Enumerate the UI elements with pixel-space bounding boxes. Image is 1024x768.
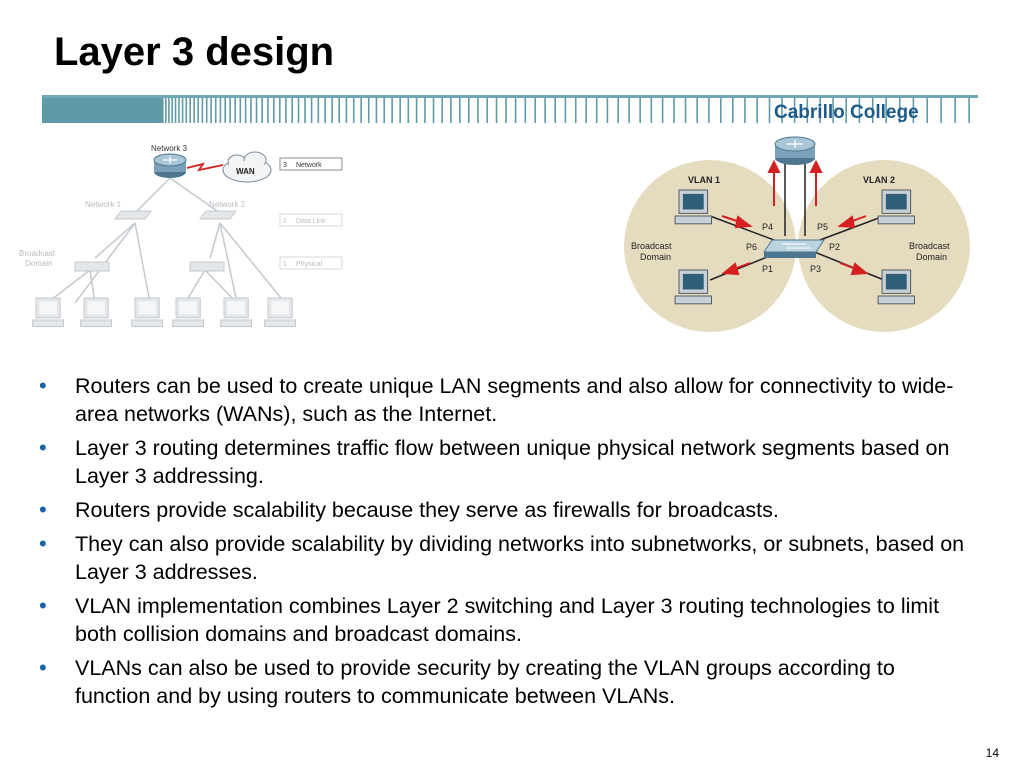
port-p2: P2 (829, 242, 840, 252)
port-p6: P6 (746, 242, 757, 252)
bullet-text: They can also provide scalability by div… (75, 532, 965, 584)
network3-label: Network 3 (151, 144, 188, 153)
bullet-icon: • (39, 497, 47, 522)
bullet-item: • VLANs can also be used to provide secur… (38, 654, 968, 710)
layer2-name: Data Link (296, 218, 326, 225)
port-p3: P3 (810, 264, 821, 274)
computer-icon (877, 189, 916, 225)
layer1-name: Physical (296, 261, 323, 268)
computer-icon (80, 297, 112, 328)
computer-icon (172, 297, 204, 328)
hub-icon (74, 261, 110, 272)
router-icon (153, 153, 187, 178)
computer-icon (877, 269, 916, 305)
bullet-icon: • (39, 531, 47, 556)
domain-label: Domain (640, 252, 671, 262)
broadcast-label: Broadcast (631, 241, 672, 251)
computer-icon (32, 297, 64, 328)
network2-label: Network 2 (209, 200, 246, 209)
domain-label: Domain (25, 259, 53, 268)
computer-icon (674, 269, 712, 305)
computer-icon (131, 297, 163, 328)
switch-icon (763, 239, 825, 258)
layer2-num: 2 (283, 218, 287, 225)
port-p1: P1 (762, 264, 773, 274)
bullet-item: • Routers provide scalability because the… (38, 496, 968, 524)
layer1-num: 1 (283, 261, 287, 268)
bullet-item: • VLAN implementation combines Layer 2 sw… (38, 592, 968, 648)
vlan-diagram: VLAN 1 VLAN 2 Broadcast Domain Broadcast… (624, 136, 970, 332)
computer-icon (220, 297, 252, 328)
switch-icon (114, 210, 152, 220)
bullet-text: VLANs can also be used to provide securi… (75, 656, 895, 708)
hub-icon (189, 261, 225, 272)
bullet-text: Routers provide scalability because they… (75, 498, 779, 522)
vlan2-label: VLAN 2 (863, 175, 895, 185)
router-icon (774, 136, 816, 165)
bullet-icon: • (39, 435, 47, 460)
college-brand: Cabrillo College (774, 102, 919, 123)
vlan1-label: VLAN 1 (688, 175, 720, 185)
bullet-list: • Routers can be used to create unique LA… (38, 372, 968, 716)
slide-title: Layer 3 design (54, 30, 335, 74)
layer3-name: Network (296, 162, 322, 169)
wan-label: WAN (236, 167, 255, 176)
broadcast-label: Broadcast (19, 249, 56, 258)
port-p5: P5 (817, 222, 828, 232)
bullet-item: • Layer 3 routing determines traffic flow… (38, 434, 968, 490)
bullet-item: • They can also provide scalability by di… (38, 530, 968, 586)
bullet-icon: • (39, 655, 47, 680)
network1-label: Network 1 (85, 200, 122, 209)
switch-icon (199, 210, 237, 220)
broadcast-label: Broadcast (909, 241, 950, 251)
computer-icon (264, 297, 296, 328)
bullet-icon: • (39, 373, 47, 398)
domain-label: Domain (916, 252, 947, 262)
computer-icon (674, 189, 712, 225)
port-p4: P4 (762, 222, 773, 232)
page-number: 14 (985, 746, 999, 760)
vlan2-domain-circle (798, 160, 970, 332)
wan-cloud-icon (222, 151, 272, 183)
layer-model-diagram: Network 3 WAN 3 Network 2 Data Link 1 Ph… (19, 144, 343, 328)
bullet-item: • Routers can be used to create unique LA… (38, 372, 968, 428)
header-stripe (42, 95, 978, 123)
bullet-text: VLAN implementation combines Layer 2 swi… (75, 594, 940, 646)
bullet-icon: • (39, 593, 47, 618)
layer3-num: 3 (283, 162, 287, 169)
bullet-text: Routers can be used to create unique LAN… (75, 374, 954, 426)
vlan1-domain-circle (624, 160, 796, 332)
bullet-text: Layer 3 routing determines traffic flow … (75, 436, 950, 488)
